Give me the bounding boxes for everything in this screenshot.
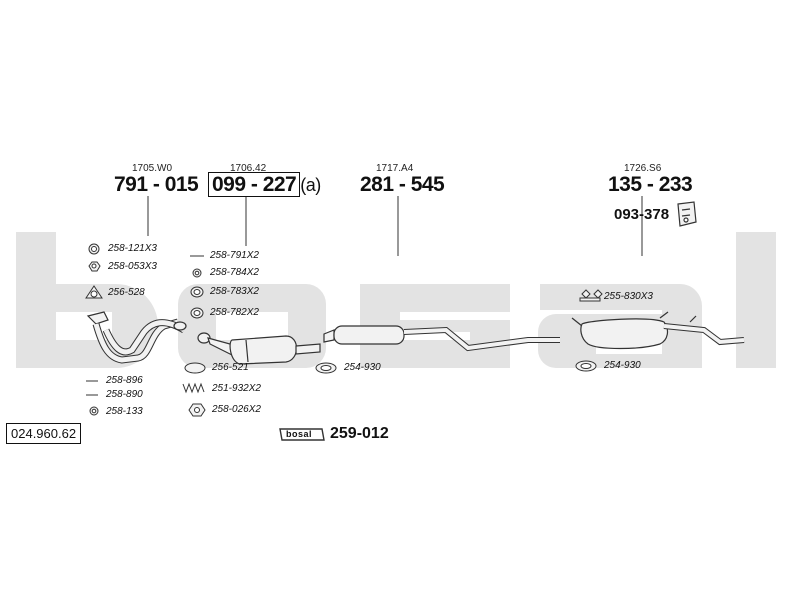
group-code-1705: 1705.W0 — [132, 163, 173, 174]
part-number-281-545[interactable]: 281 - 545 — [360, 173, 445, 196]
part-number-099-227-group[interactable]: 099 - 227(a) — [208, 172, 321, 197]
label-258-782x2[interactable]: 258-782X2 — [210, 307, 259, 318]
part-number-135-233[interactable]: 135 - 233 — [608, 173, 693, 196]
group-code-1726: 1726.S6 — [624, 163, 662, 174]
clamp-icons — [315, 289, 603, 374]
rear-silencer — [571, 311, 745, 350]
label-256-528[interactable]: 256-528 — [108, 287, 145, 298]
kit-logo: bosal — [286, 429, 313, 439]
front-pipe — [86, 311, 187, 364]
part-suffix: (a) — [300, 175, 321, 195]
label-258-026x2[interactable]: 258-026X2 — [212, 404, 261, 415]
label-258-121x3[interactable]: 258-121X3 — [108, 243, 157, 254]
part-number-099-227[interactable]: 099 - 227 — [208, 172, 301, 197]
label-254-930-rear[interactable]: 254-930 — [604, 360, 641, 371]
label-258-791x2[interactable]: 258-791X2 — [210, 250, 259, 261]
kit-box — [279, 428, 325, 441]
label-251-932x2[interactable]: 251-932X2 — [212, 383, 261, 394]
part-number-259-012[interactable]: 259-012 — [330, 425, 389, 442]
catalytic-converter — [197, 332, 321, 365]
rubber-mount-icon — [677, 201, 697, 227]
group-code-1706: 1706.42 — [230, 163, 267, 174]
left-hardware-icons — [85, 243, 103, 416]
group-code-1717: 1717.A4 — [376, 163, 414, 174]
label-256-521[interactable]: 256-521 — [212, 362, 249, 373]
reference-number-box: 024.960.62 — [6, 423, 82, 444]
label-255-830x3[interactable]: 255-830X3 — [604, 291, 653, 302]
label-258-783x2[interactable]: 258-783X2 — [210, 286, 259, 297]
label-254-930-middle[interactable]: 254-930 — [344, 362, 381, 373]
label-258-896[interactable]: 258-896 — [106, 375, 143, 386]
middle-hardware-icons — [182, 255, 206, 417]
label-258-053x3[interactable]: 258-053X3 — [108, 261, 157, 272]
part-number-093-378[interactable]: 093-378 — [614, 206, 670, 223]
label-258-133[interactable]: 258-133 — [106, 406, 143, 417]
label-258-890[interactable]: 258-890 — [106, 389, 143, 400]
part-number-791-015[interactable]: 791 - 015 — [114, 173, 199, 196]
middle-silencer — [323, 325, 560, 352]
label-258-784x2[interactable]: 258-784X2 — [210, 267, 259, 278]
